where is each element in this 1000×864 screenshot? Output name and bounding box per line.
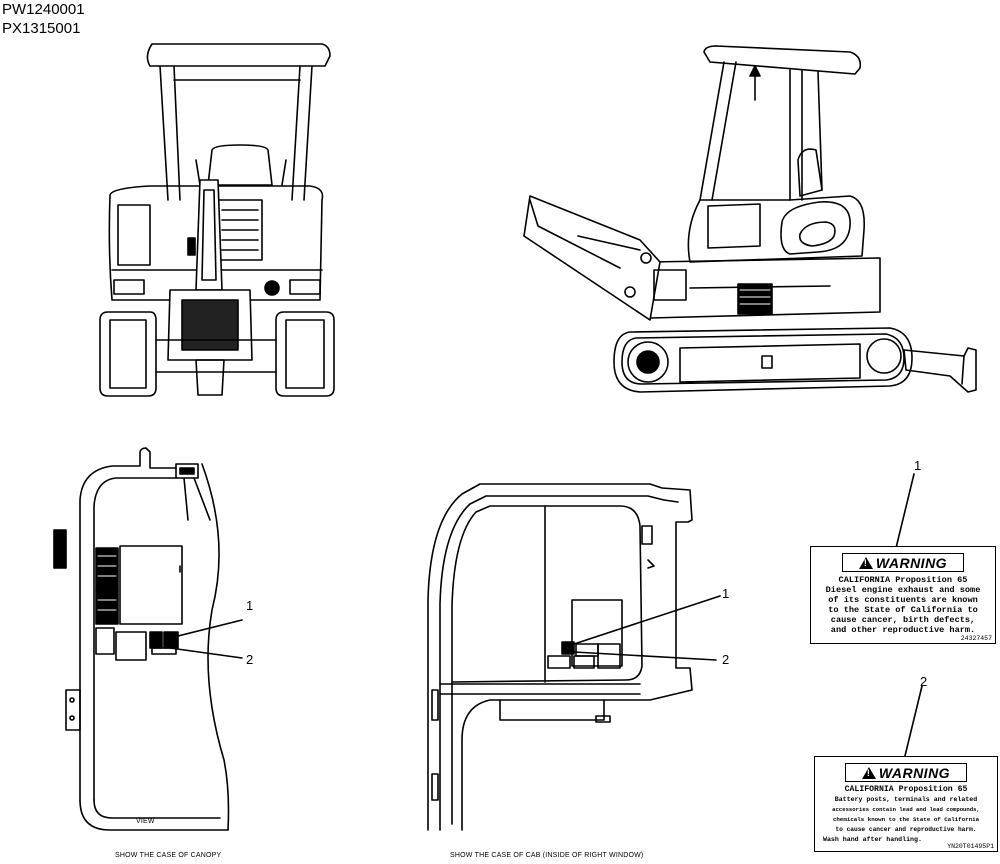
canopy-callout-1: 1 [246,598,254,613]
label-1-line: CALIFORNIA Proposition 65 [838,575,968,585]
part-code-2: PX1315001 [2,20,81,37]
warning-triangle-icon [858,556,873,569]
cab-callout-1: 1 [722,586,730,601]
cab-callout-2: 2 [722,652,730,667]
label-1-leader [895,473,915,549]
label-1-line: Diesel engine exhaust and some [825,585,981,595]
cab-caption: SHOW THE CASE OF CAB (INSIDE OF RIGHT WI… [450,852,644,859]
excavator-side-view [523,45,977,393]
cab-inside-view [427,483,721,831]
excavator-front-view [99,43,335,397]
canopy-inside-view [53,447,243,831]
label-callout-1: 1 [914,458,922,473]
label-1-line: cause cancer, birth defects, [830,615,976,625]
label-1-code: 24327457 [960,635,992,642]
label-2-line: Wash hand after handling. [823,836,922,843]
label-callout-2: 2 [920,674,928,689]
label-1-line: to the State of California to [828,605,978,615]
warning-label-1: WARNING CALIFORNIA Proposition 65 Diesel… [810,546,996,644]
label-2-leader [903,685,923,761]
label-1-line: and other reproductive harm. [830,625,976,635]
warning-banner: WARNING [845,763,967,782]
label-2-line: to cause cancer and reproductive harm. [835,826,977,833]
warning-label-2: WARNING CALIFORNIA Proposition 65 Batter… [814,756,998,852]
warning-banner-text: WARNING [878,764,951,781]
warning-banner: WARNING [842,553,964,572]
label-2-line: Battery posts, terminals and related [834,796,978,803]
label-1-line: of its constituents are known [828,595,978,605]
canopy-caption: SHOW THE CASE OF CANOPY [115,852,222,859]
label-2-line: CALIFORNIA Proposition 65 [844,785,968,794]
canopy-callout-2: 2 [246,652,254,667]
warning-banner-text: WARNING [875,554,948,571]
part-code-1: PW1240001 [2,1,85,18]
view-caption: VIEW [136,818,155,825]
label-2-code: YN20T01495P1 [947,843,994,850]
warning-triangle-icon [861,766,876,779]
label-2-line: chemicals known to the State of Californ… [832,816,980,823]
label-2-line: accessories contain lead and lead compou… [832,806,980,813]
